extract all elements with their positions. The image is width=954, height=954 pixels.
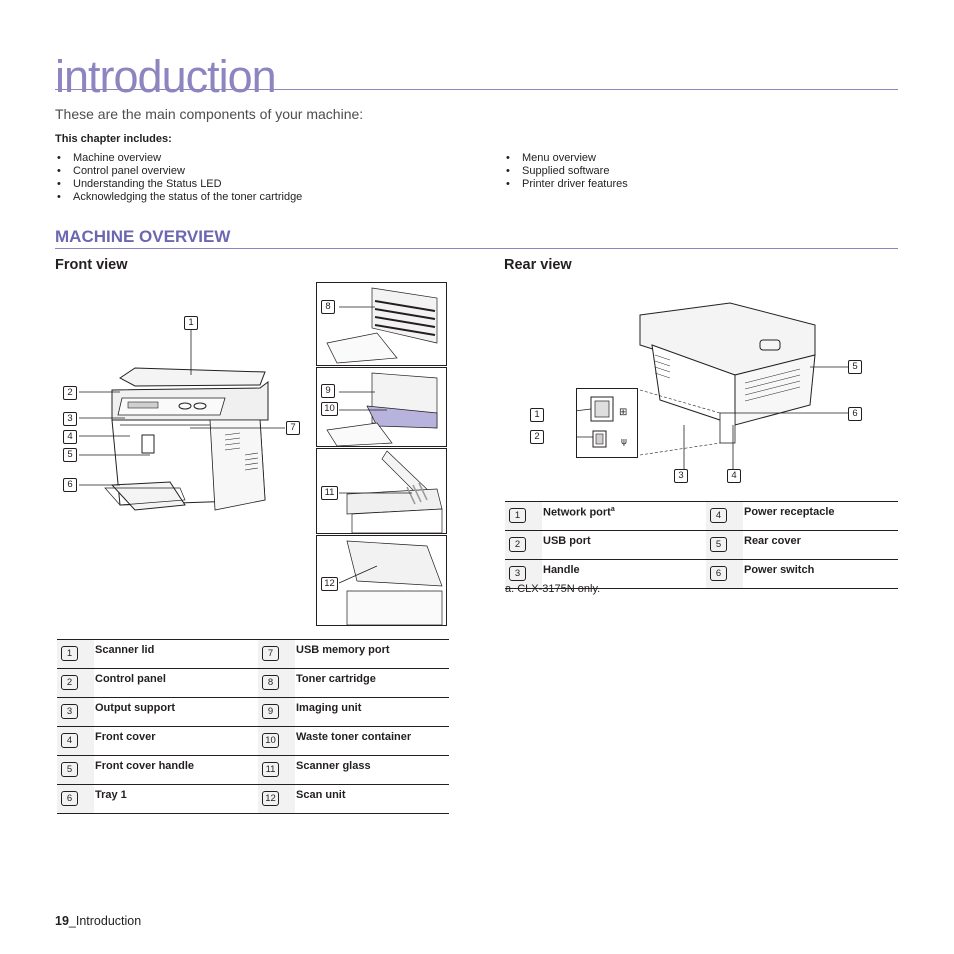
page-subtitle: These are the main components of your ma… (55, 106, 364, 122)
table-row: 5 Front cover handle 11 Scanner glass (57, 755, 449, 785)
table-row: 2 USB port 5 Rear cover (505, 530, 898, 560)
part-number: 4 (710, 508, 727, 523)
title-rule (55, 89, 898, 90)
toner-cartridge-illustration (326, 287, 438, 364)
front-view-printer-illustration (79, 328, 285, 511)
callout-3: 3 (63, 412, 77, 426)
rear-callout-6: 6 (848, 407, 862, 421)
rear-view-heading: Rear view (504, 257, 572, 273)
rear-callout-5: 5 (848, 360, 862, 374)
rear-callout-1: 1 (530, 408, 544, 422)
callout-4: 4 (63, 430, 77, 444)
callout-10: 10 (321, 402, 338, 416)
svg-text:⊞: ⊞ (619, 407, 627, 418)
rear-ports-illustration: ⊞ ψ (534, 396, 627, 448)
part-number: 1 (61, 646, 78, 661)
part-number: 7 (262, 646, 279, 661)
chapter-item[interactable]: Printer driver features (504, 178, 628, 191)
part-number: 1 (509, 508, 526, 523)
page-number: 19 (55, 914, 69, 928)
part-number: 3 (509, 566, 526, 581)
rear-callout-3: 3 (674, 469, 688, 483)
part-number: 10 (262, 733, 279, 748)
part-number: 5 (61, 762, 78, 777)
part-label: Rear cover (743, 530, 898, 560)
page-title: introduction (55, 51, 277, 102)
callout-9: 9 (321, 384, 335, 398)
part-label: Power receptacle (743, 501, 898, 531)
callout-6: 6 (63, 478, 77, 492)
chapter-item[interactable]: Machine overview (55, 152, 302, 165)
rear-callout-2: 2 (530, 430, 544, 444)
part-label: Front cover (94, 726, 258, 756)
table-row: 2 Control panel 8 Toner cartridge (57, 668, 449, 698)
footnote: a. CLX-3175N only. (505, 583, 601, 595)
part-label: Scanner glass (295, 755, 449, 785)
table-row: 3 Handle 6 Power switch (505, 559, 898, 589)
part-label: Scanner lid (94, 639, 258, 669)
rear-ports-detail: ⊞ ψ (534, 388, 638, 458)
part-label: Output support (94, 697, 258, 727)
part-label: Waste toner container (295, 726, 449, 756)
table-row: 4 Front cover 10 Waste toner container (57, 726, 449, 756)
rear-view-parts-table: 1 Network porta 4 Power receptacle 2 USB… (505, 501, 898, 589)
chapter-item[interactable]: Understanding the Status LED (55, 178, 302, 191)
part-number: 12 (262, 791, 279, 806)
table-row: 6 Tray 1 12 Scan unit (57, 784, 449, 814)
table-row: 1 Scanner lid 7 USB memory port (57, 639, 449, 669)
part-label: Imaging unit (295, 697, 449, 727)
callout-12: 12 (321, 577, 338, 591)
part-label: Control panel (94, 668, 258, 698)
part-label: Tray 1 (94, 784, 258, 814)
part-number: 6 (710, 566, 727, 581)
part-label: Toner cartridge (295, 668, 449, 698)
scan-unit-illustration (338, 540, 443, 626)
table-row: 3 Output support 9 Imaging unit (57, 697, 449, 727)
imaging-unit-illustration (326, 372, 438, 447)
toner-cartridge-panel (316, 282, 447, 366)
svg-text:ψ: ψ (621, 437, 627, 447)
part-number: 6 (61, 791, 78, 806)
callout-11: 11 (321, 486, 338, 500)
part-number: 11 (262, 762, 279, 777)
chapter-list-right: Menu overview Supplied software Printer … (504, 152, 628, 191)
part-label: Network port (543, 506, 611, 519)
part-label: Power switch (743, 559, 898, 589)
chapter-list-left: Machine overview Control panel overview … (55, 152, 302, 204)
table-row: 1 Network porta 4 Power receptacle (505, 501, 898, 531)
part-label: USB memory port (295, 639, 449, 669)
footer-text: _Introduction (68, 914, 142, 928)
part-label: Handle (542, 559, 706, 589)
part-number: 3 (61, 704, 78, 719)
rear-view-printer-illustration (639, 302, 850, 470)
chapter-item[interactable]: Acknowledging the status of the toner ca… (55, 191, 302, 204)
part-number: 5 (710, 537, 727, 552)
section-rule (55, 248, 898, 249)
part-label: USB port (542, 530, 706, 560)
chapter-label: This chapter includes: (55, 133, 172, 145)
chapter-item[interactable]: Control panel overview (55, 165, 302, 178)
chapter-item[interactable]: Menu overview (504, 152, 628, 165)
rear-callout-4: 4 (727, 469, 741, 483)
callout-8: 8 (321, 300, 335, 314)
part-label: Front cover handle (94, 755, 258, 785)
callout-7: 7 (286, 421, 300, 435)
part-number: 2 (61, 675, 78, 690)
part-number: 8 (262, 675, 279, 690)
part-number: 2 (509, 537, 526, 552)
front-view-parts-table: 1 Scanner lid 7 USB memory port 2 Contro… (57, 639, 449, 814)
page-footer: 19_Introduction (55, 914, 141, 928)
callout-2: 2 (63, 386, 77, 400)
footnote-marker: a (610, 506, 615, 513)
part-label: Scan unit (295, 784, 449, 814)
callout-5: 5 (63, 448, 77, 462)
chapter-item[interactable]: Supplied software (504, 165, 628, 178)
imaging-unit-panel (316, 367, 447, 447)
part-number: 4 (61, 733, 78, 748)
section-heading: MACHINE OVERVIEW (55, 227, 231, 246)
part-number: 9 (262, 704, 279, 719)
callout-1: 1 (184, 316, 198, 330)
front-view-heading: Front view (55, 257, 128, 273)
